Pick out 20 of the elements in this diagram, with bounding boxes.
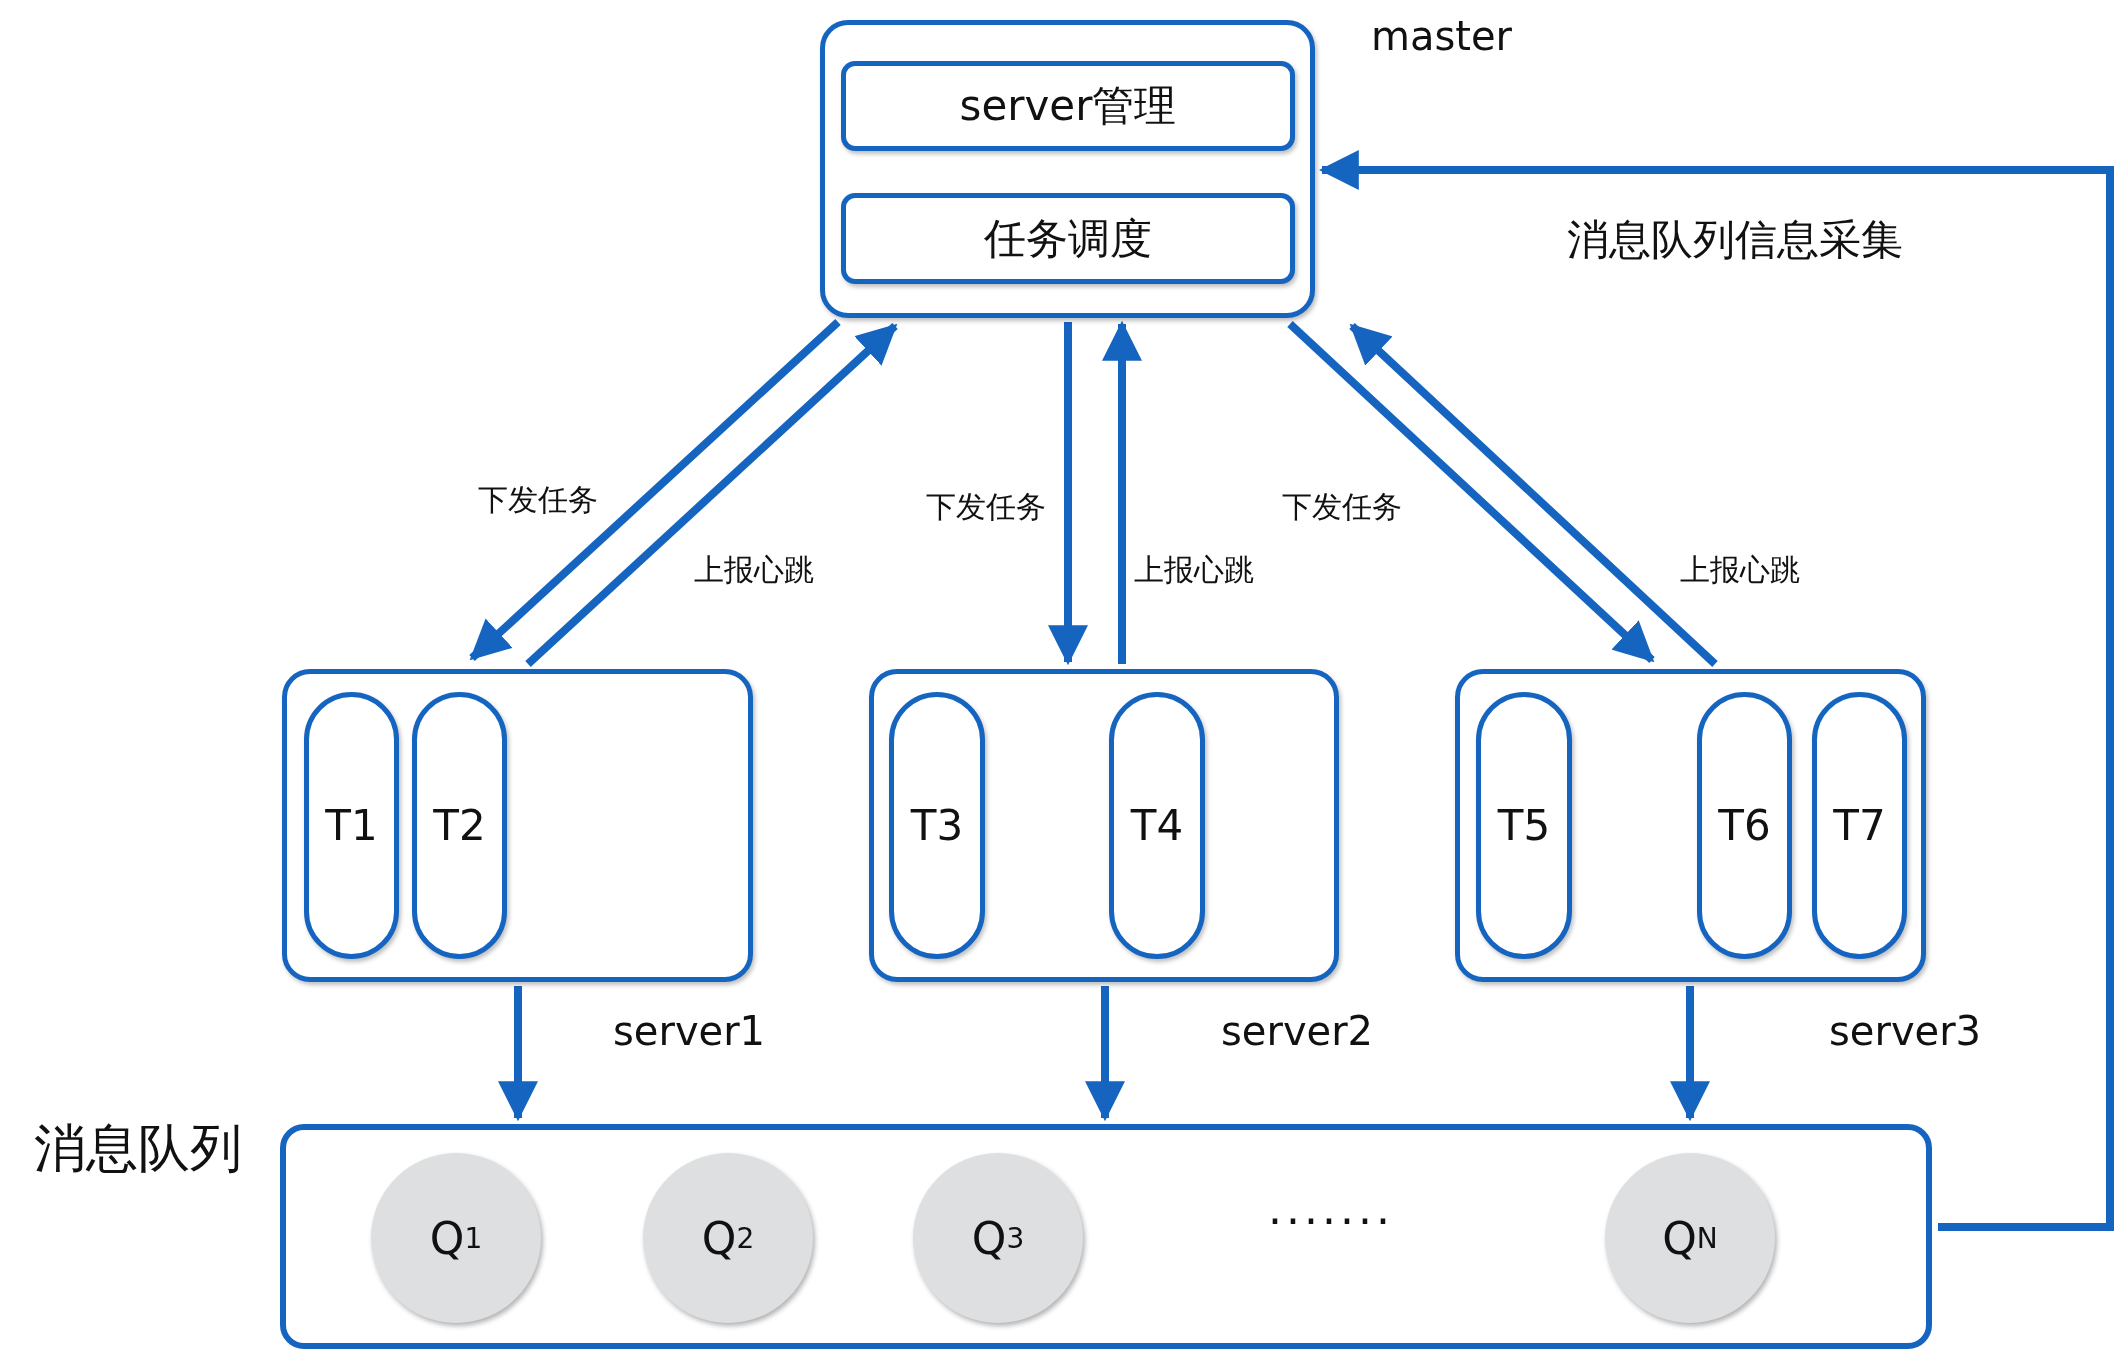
arrow (1318, 150, 2114, 1231)
node-heading: server1 (613, 1008, 766, 1054)
arrow (525, 323, 898, 667)
task-box: T2 (412, 692, 507, 959)
ellipsis-text: ······· (1268, 1196, 1394, 1247)
task-box: T6 (1697, 692, 1792, 959)
arrow (1287, 321, 1655, 663)
node-heading: server2 (1221, 1008, 1374, 1054)
process-box: server管理 (841, 61, 1295, 151)
arrow (469, 319, 841, 661)
node-heading: 消息队列 (34, 1117, 242, 1180)
task-box: T7 (1812, 692, 1907, 959)
task-box: T4 (1109, 692, 1205, 959)
arrow (1349, 323, 1718, 667)
process-box: 任务调度 (841, 193, 1295, 284)
task-box: T3 (889, 692, 985, 959)
task-box: T1 (304, 692, 399, 959)
task-box: T5 (1476, 692, 1572, 959)
node-heading: server3 (1829, 1008, 1982, 1054)
node-heading: master (1371, 13, 1513, 59)
